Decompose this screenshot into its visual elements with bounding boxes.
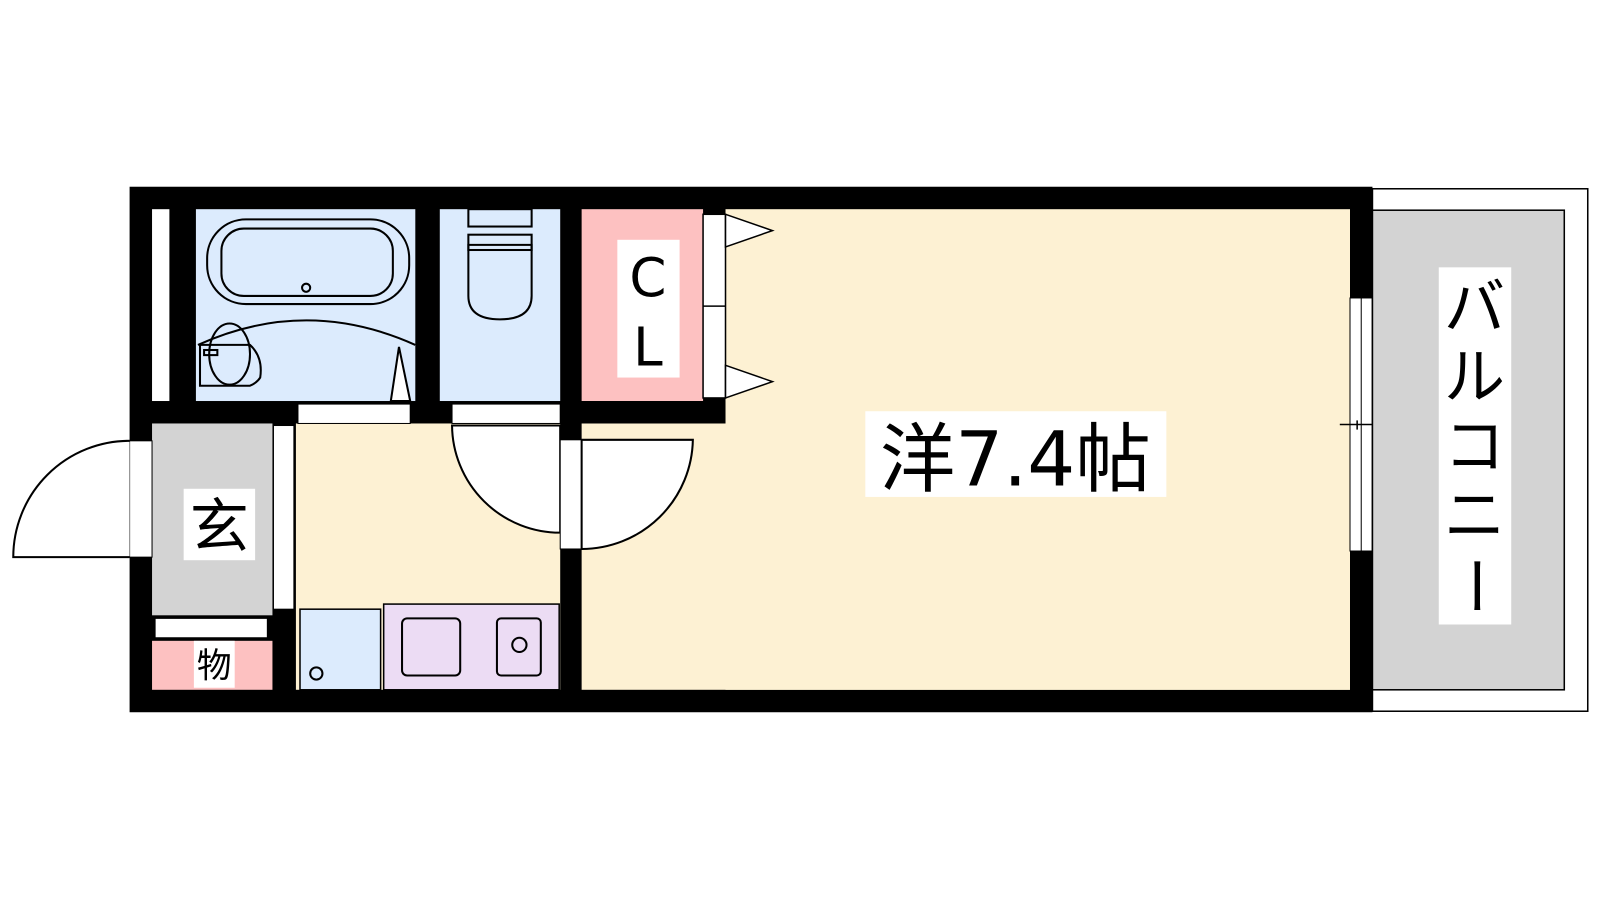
kitchen-counter <box>382 603 560 691</box>
entrance-door-frame <box>129 440 153 558</box>
toilet-room <box>439 209 561 402</box>
shower-icon <box>389 346 412 403</box>
closet-label-c: C <box>629 247 666 309</box>
bath-door[interactable] <box>297 403 411 424</box>
balcony-char: ル <box>1444 342 1505 413</box>
drain-icon <box>309 666 324 681</box>
entrance-label: 玄 <box>190 492 249 561</box>
balcony-label-bg <box>1438 267 1512 625</box>
storage-label-bg <box>193 640 235 688</box>
closet-label-l: L <box>633 316 663 378</box>
room-door-frame <box>559 439 583 550</box>
bathtub-icon <box>197 218 416 346</box>
balcony-char: ー <box>1439 555 1510 616</box>
entrance-door-swing[interactable] <box>12 439 130 559</box>
storage-label: 物 <box>197 647 232 687</box>
washbasin-icon <box>198 322 262 387</box>
closet-label-bg <box>617 239 680 378</box>
burner-icon <box>511 636 528 654</box>
bath-window <box>152 209 170 402</box>
room-door-swing[interactable] <box>580 438 694 551</box>
storage-shelf <box>154 617 268 639</box>
toilet-icon <box>467 208 533 321</box>
entrance-label-bg <box>183 488 256 561</box>
balcony-char: バ <box>1444 273 1505 344</box>
closet-wall <box>560 401 726 424</box>
sink-icon <box>401 617 462 677</box>
room-label-bg <box>865 411 1167 497</box>
balcony-window[interactable] <box>1339 297 1383 552</box>
refrigerator-space <box>299 608 382 691</box>
stove-icon <box>495 617 542 677</box>
balcony-char: ニ <box>1444 481 1505 552</box>
closet-sliding-door[interactable] <box>702 213 775 400</box>
toilet-door-swing <box>451 424 562 534</box>
room-label: 洋7.4帖 <box>880 416 1151 504</box>
toilet-door[interactable] <box>451 403 561 424</box>
shoe-cabinet <box>272 425 295 610</box>
balcony-label: バ ル コ ニ ー <box>1439 273 1510 617</box>
balcony-char: コ <box>1444 411 1505 482</box>
